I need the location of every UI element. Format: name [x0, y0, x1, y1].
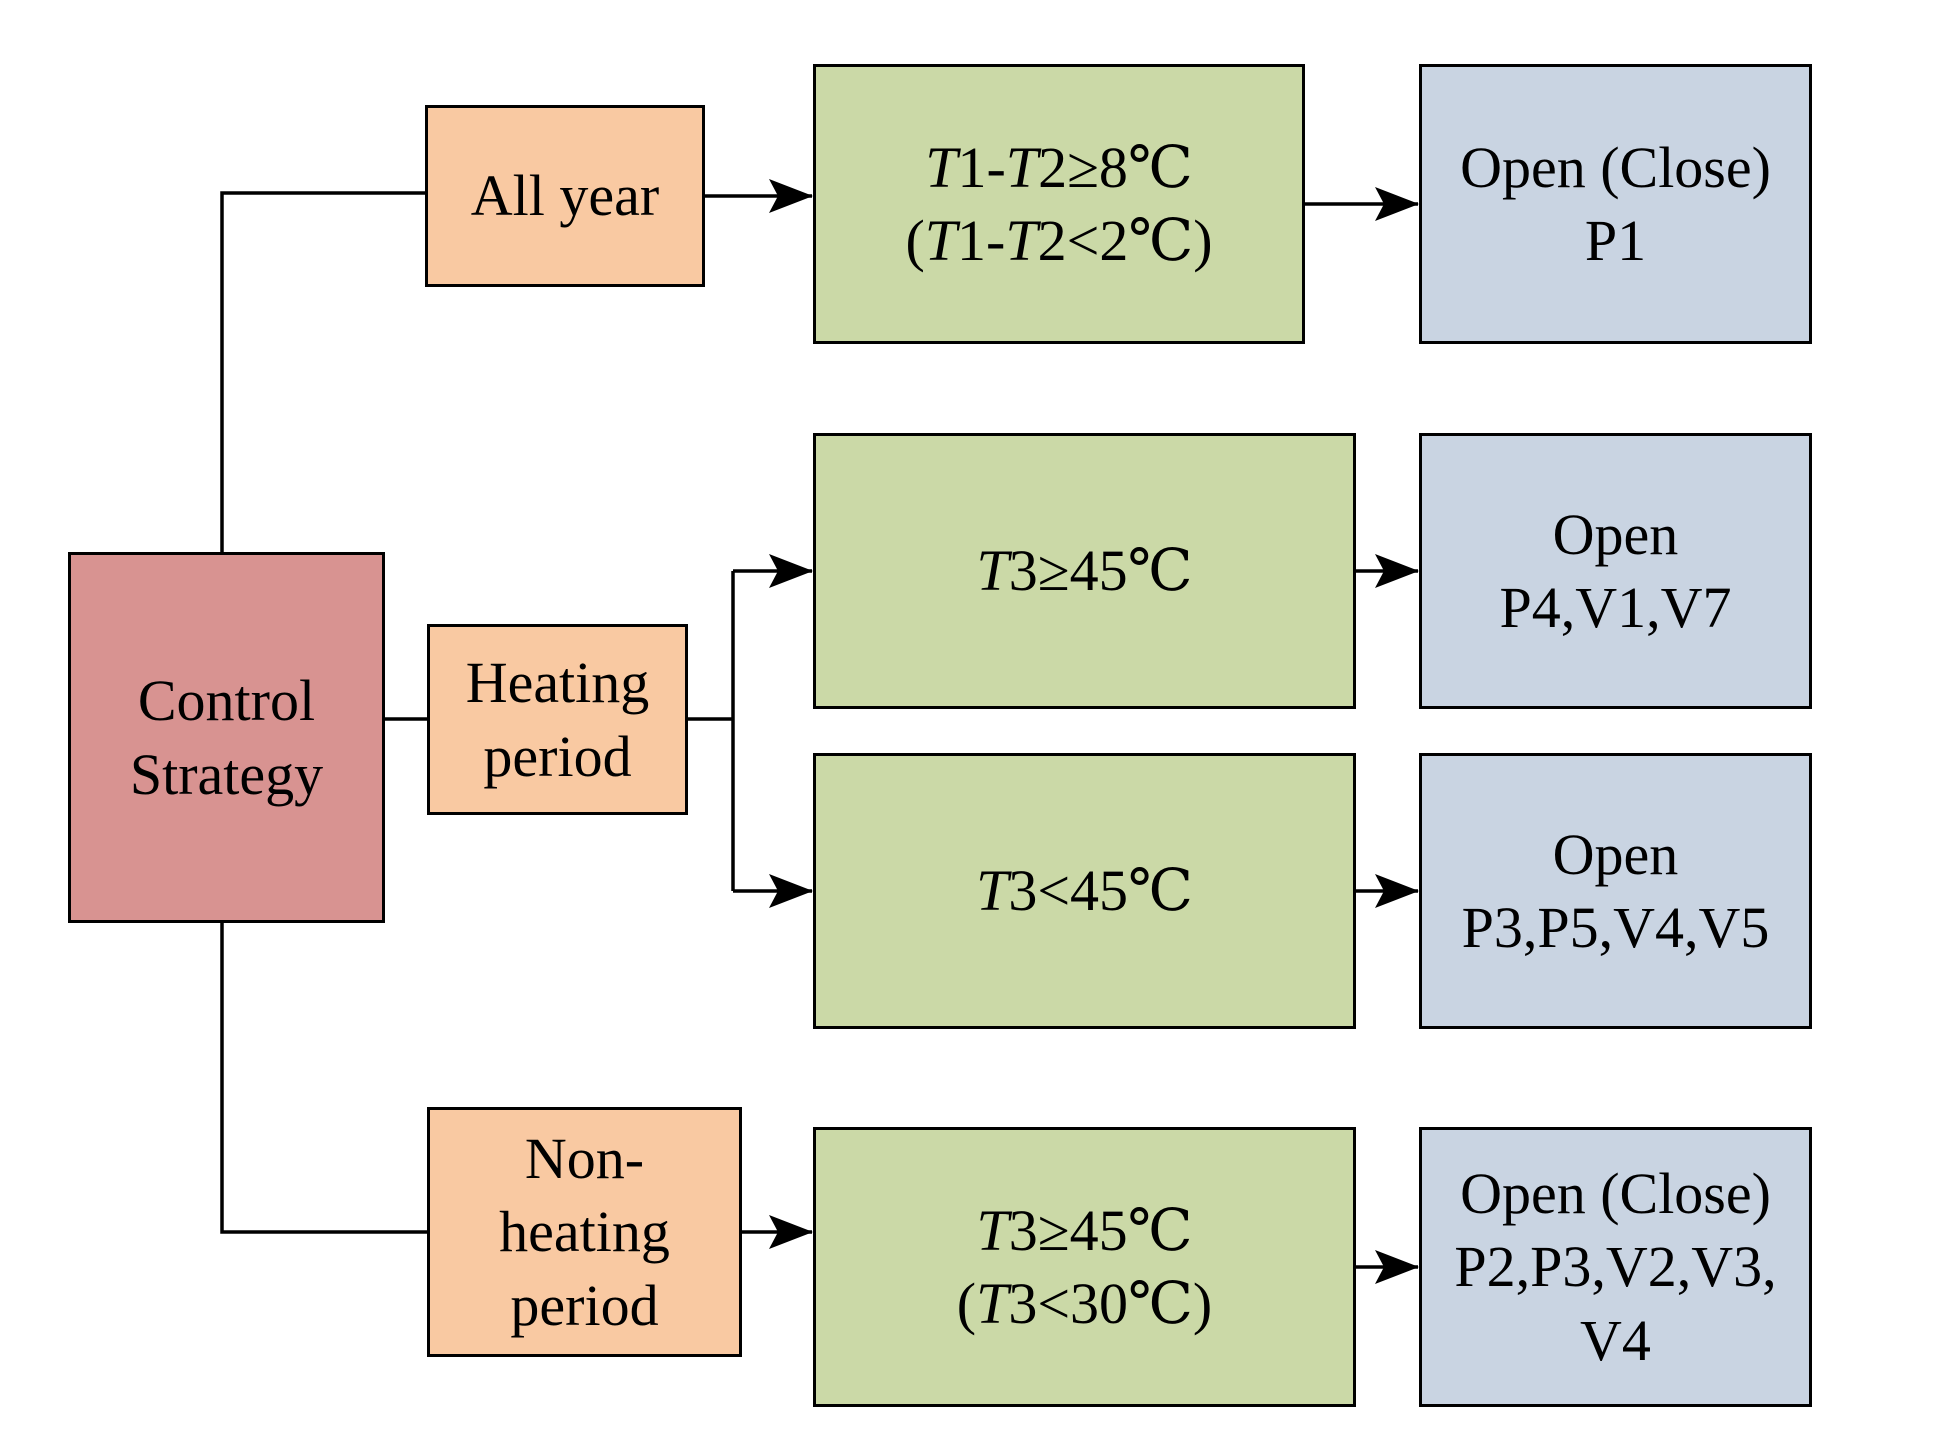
action-all-year-box: Open (Close) P1	[1419, 64, 1812, 344]
box-label-line: Control	[137, 668, 316, 734]
box-label-line: Open	[1552, 821, 1679, 887]
box-label-line: heating	[499, 1199, 670, 1265]
condition-heating-low-box: T3<45℃	[813, 753, 1356, 1029]
box-label-line: P3,P5,V4,V5	[1461, 895, 1770, 960]
box-label-line: P1	[1584, 208, 1647, 273]
connector-root-to-all-year	[220, 191, 425, 552]
box-label-line: period	[510, 1272, 659, 1338]
box-label-line: P4,V1,V7	[1499, 575, 1732, 640]
box-label-line: T1-T2≥8℃	[925, 134, 1193, 200]
control-strategy-box: Control Strategy	[68, 552, 385, 923]
box-label-line: P2,P3,V2,V3,	[1454, 1234, 1777, 1300]
box-label-line: period	[483, 723, 632, 789]
box-label-line: (T1-T2<2℃)	[905, 208, 1213, 273]
box-label-line: Open	[1552, 501, 1679, 567]
non-heating-period-box: Non- heating period	[427, 1107, 742, 1357]
all-year-box: All year	[425, 105, 705, 287]
condition-all-year-box: T1-T2≥8℃ (T1-T2<2℃)	[813, 64, 1305, 344]
box-label-line: (T3<30℃)	[956, 1271, 1213, 1336]
box-label-line: T3<45℃	[976, 858, 1193, 924]
action-non-heating-box: Open (Close) P2,P3,V2,V3, V4	[1419, 1127, 1812, 1407]
heating-period-box: Heating period	[427, 624, 688, 815]
condition-non-heating-box: T3≥45℃ (T3<30℃)	[813, 1127, 1356, 1407]
box-label-line: Open (Close)	[1460, 1161, 1771, 1227]
box-label-line: T3≥45℃	[976, 1197, 1193, 1263]
box-label-line: T3≥45℃	[976, 538, 1193, 604]
box-label-line: Strategy	[129, 741, 324, 807]
connector-root-to-non-heating	[220, 923, 427, 1234]
box-label-line: V4	[1580, 1307, 1651, 1373]
box-label-line: Open (Close)	[1460, 134, 1771, 200]
box-label-line: All year	[470, 163, 660, 229]
condition-heating-high-box: T3≥45℃	[813, 433, 1356, 709]
box-label-line: Heating	[465, 650, 650, 716]
action-heating-low-box: Open P3,P5,V4,V5	[1419, 753, 1812, 1029]
action-heating-high-box: Open P4,V1,V7	[1419, 433, 1812, 709]
box-label-line: Non-	[524, 1126, 645, 1192]
